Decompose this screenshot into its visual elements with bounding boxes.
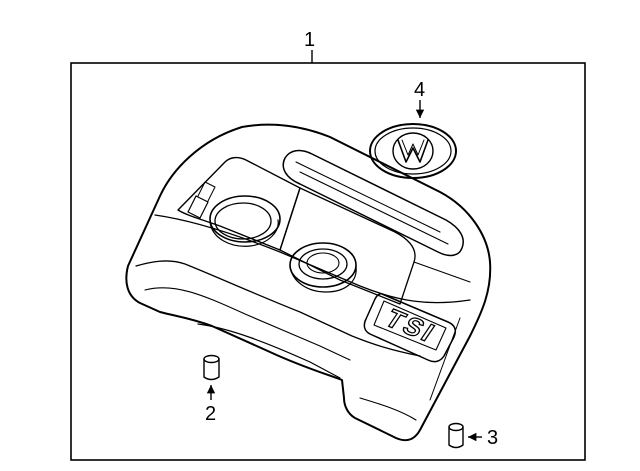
bushing-part (203, 354, 220, 381)
emblem-part (369, 123, 457, 179)
engine-cover: TSI (125, 123, 492, 442)
callout-3-label: 3 (487, 427, 498, 449)
diagram-frame (70, 62, 586, 461)
grommet-part (448, 422, 464, 449)
callout-1-label: 1 (304, 29, 315, 51)
tsi-badge-text: TSI (380, 304, 443, 348)
callout-4-label: 4 (414, 79, 425, 101)
callout-2-label: 2 (205, 403, 216, 425)
